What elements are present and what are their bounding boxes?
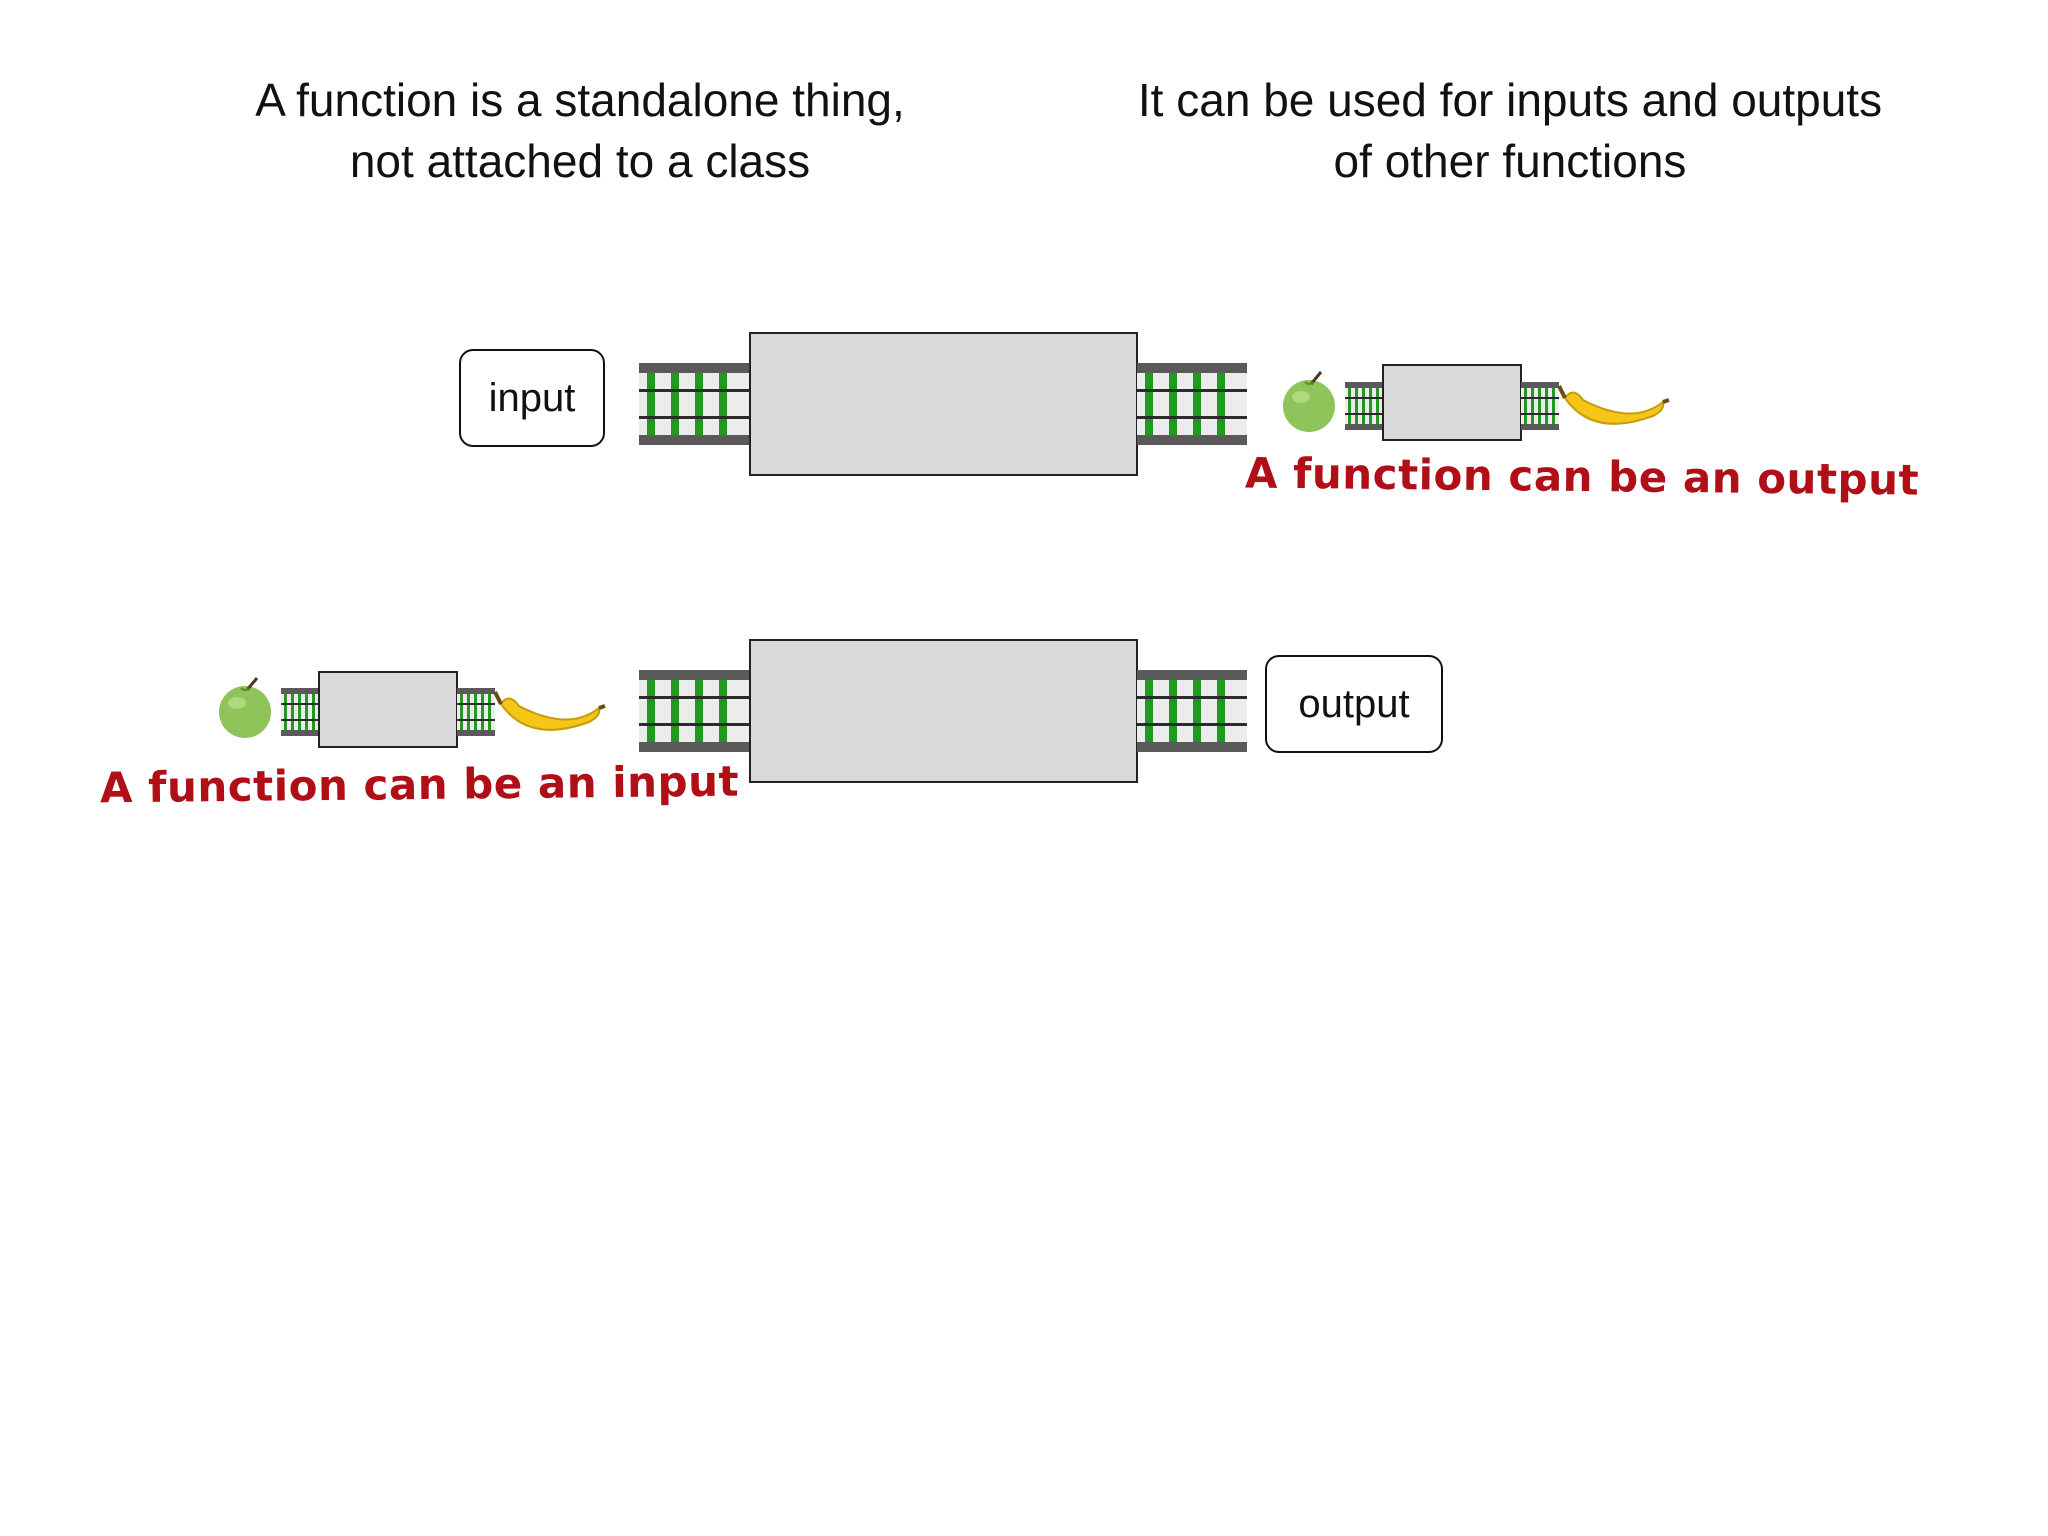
output-box: output [1265,655,1443,753]
function-box-row1 [749,332,1138,476]
rail-track-left-row2 [639,670,749,752]
annotation-input: A function can be an input [99,756,740,813]
heading-right: It can be used for inputs and outputs of… [1090,70,1930,192]
banana-icon [1557,384,1671,426]
heading-left-line-1: A function is a standalone thing, [255,74,905,126]
rail-track-right-row1 [1137,363,1247,445]
rail-track-right-row2 [1137,670,1247,752]
heading-left-line-2: not attached to a class [349,135,811,187]
small-function-box-input [318,671,458,748]
rail-track-small-left-row2 [281,688,319,736]
heading-right-line-2: of other functions [1333,135,1687,187]
rail-track-small-left-row1 [1345,382,1383,430]
annotation-output: A function can be an output [1244,448,1920,505]
function-box-row2 [749,639,1138,783]
apple-icon [217,676,273,740]
rail-track-small-right-row2 [457,688,495,736]
banana-icon [493,690,607,732]
small-function-box-output [1382,364,1522,441]
rail-track-left-row1 [639,363,749,445]
heading-right-line-1: It can be used for inputs and outputs [1137,74,1883,126]
heading-left: A function is a standalone thing, not at… [200,70,960,192]
input-box: input [459,349,605,447]
rail-track-small-right-row1 [1521,382,1559,430]
apple-icon [1281,370,1337,434]
